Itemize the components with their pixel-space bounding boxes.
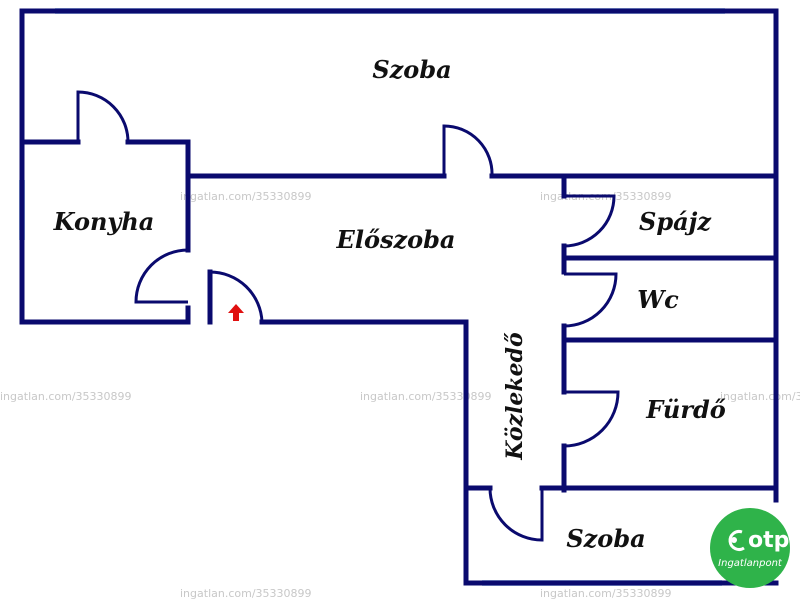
otp-logo: otp Ingatlanpont [710,508,790,588]
watermark: ingatlan.com/35330899 [720,390,800,403]
room-label-wc: Wc [637,285,679,314]
watermark: ingatlan.com/35330899 [0,390,132,403]
doors [76,90,620,542]
room-label-eloszoba: Előszoba [336,225,456,254]
door-entrance [209,270,264,323]
watermark: ingatlan.com/35330899 [360,390,492,403]
door-konyha-eloszoba [134,248,189,304]
room-label-kozlekedo: Közlekedő [502,332,528,461]
watermark: ingatlan.com/35330899 [180,587,312,600]
door-wc [563,272,618,328]
door-spajz [563,194,616,248]
door-szoba-eloszoba [442,124,494,177]
watermark: ingatlan.com/35330899 [540,587,672,600]
entrance-arrow-icon [228,304,244,321]
door-konyha-szoba [76,90,130,143]
windows [19,8,725,586]
watermark: ingatlan.com/35330899 [180,190,312,203]
room-label-spajz: Spájz [639,207,712,236]
otp-logo-icon [728,530,745,551]
room-label-konyha: Konyha [53,207,155,236]
room-label-furdo: Fürdő [645,395,726,424]
door-furdo [563,390,620,448]
watermarks: ingatlan.com/35330899 ingatlan.com/35330… [0,190,800,600]
logo-subtitle: Ingatlanpont [718,558,783,569]
logo-brand: otp [748,528,789,553]
door-szoba-bottom [488,487,544,542]
room-label-szoba-bottom: Szoba [566,524,645,553]
room-label-szoba-top: Szoba [372,55,451,84]
walls [19,8,779,586]
